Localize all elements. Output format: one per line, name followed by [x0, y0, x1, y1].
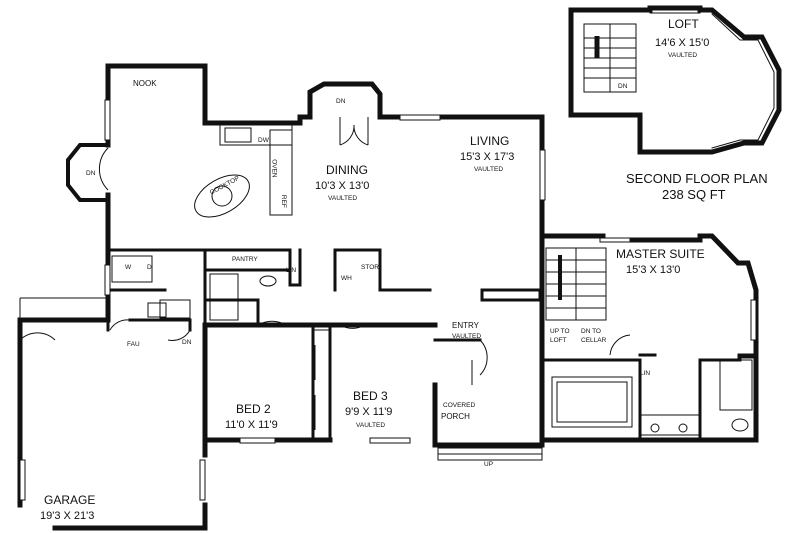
loft-note: VAULTED	[668, 52, 698, 59]
living-name: LIVING	[470, 134, 510, 148]
door-swings	[109, 319, 631, 430]
dining-dims: 10'3 X 13'0	[315, 180, 370, 192]
washer-label: W	[125, 264, 132, 271]
pantry-label: PANTRY	[232, 256, 258, 263]
living-dims: 15'3 X 17'3	[460, 151, 515, 163]
nook-bay	[66, 143, 109, 202]
garage-dims: 19'3 X 21'3	[40, 510, 95, 522]
stor-label: STOR	[361, 264, 379, 271]
fau-label: FAU	[127, 341, 140, 348]
nook-name: NOOK	[133, 79, 157, 88]
bed3-dims: 9'9 X 11'9	[345, 406, 393, 418]
stairs-up-label-2: LOFT	[550, 337, 567, 344]
second-floor-title: SECOND FLOOR PLAN	[626, 171, 768, 186]
dining-name: DINING	[326, 163, 368, 177]
porch-name-1: COVERED	[443, 402, 476, 409]
loft-walls	[568, 5, 782, 155]
master-name: MASTER SUITE	[616, 247, 705, 261]
lin-label-2: LIN	[640, 370, 651, 377]
loft-name: LOFT	[668, 17, 699, 31]
loft-dims: 14'6 X 15'0	[655, 37, 710, 49]
wh-label: WH	[341, 275, 352, 282]
porch-name-2: PORCH	[441, 412, 470, 421]
nook-bay-label: DN	[86, 170, 96, 177]
porch-up-label: UP	[484, 461, 494, 468]
master-dims: 15'3 X 13'0	[626, 264, 681, 276]
exterior-walls	[17, 63, 759, 531]
living-note: VAULTED	[474, 166, 504, 173]
main-stairs	[545, 247, 607, 321]
bath-fixtures	[111, 255, 753, 436]
dining-doors	[339, 117, 369, 146]
loft-stair-label: DN	[618, 83, 628, 90]
lin-label-1: LIN	[286, 267, 297, 274]
garage-name: GARAGE	[44, 493, 96, 507]
side-entry-label: DN	[182, 339, 192, 346]
dining-bay-label: DN	[336, 98, 346, 105]
stairs-up-label-1: UP TO	[550, 328, 570, 335]
bed2-name: BED 2	[236, 402, 271, 416]
stairs-dn-label-2: CELLAR	[581, 337, 607, 344]
garage	[19, 297, 191, 341]
second-floor-area: 238 SQ FT	[662, 187, 726, 202]
ref-label: REF	[279, 194, 287, 208]
dw-label: DW	[258, 137, 269, 144]
dryer-label: D	[147, 264, 152, 271]
bed3-name: BED 3	[353, 389, 388, 403]
dining-note: VAULTED	[328, 195, 358, 202]
entry-note: VAULTED	[452, 333, 482, 340]
stairs-dn-label-1: DN TO	[581, 328, 601, 335]
oven-label: OVEN	[270, 159, 278, 178]
entry-name: ENTRY	[452, 321, 479, 330]
bed3-note: VAULTED	[356, 422, 386, 429]
porch-steps	[437, 447, 543, 461]
loft-stairs	[583, 23, 637, 93]
bed2-dims: 11'0 X 11'9	[225, 419, 278, 431]
windows	[19, 99, 757, 501]
kitchen-fixtures	[194, 124, 293, 218]
